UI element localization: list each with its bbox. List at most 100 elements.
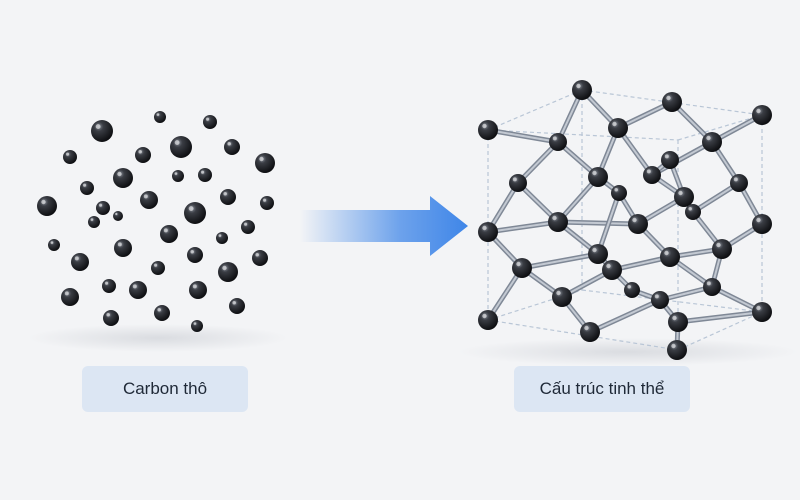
carbon-atom-icon [63,150,77,164]
carbon-atom-icon [628,214,648,234]
carbon-atom-icon [624,282,640,298]
crystal-bond-highlight [517,141,559,184]
cage-edge [487,89,583,131]
carbon-atom-icon [113,168,133,188]
carbon-atom-icon [102,279,116,293]
raw-carbon-atoms [37,111,275,332]
carbon-atom-icon [187,247,203,263]
carbon-atom-icon [96,201,110,215]
carbon-atom-icon [91,120,113,142]
carbon-atom-icon [730,174,748,192]
raw-carbon-label: Carbon thô [82,366,248,412]
carbon-atom-icon [103,310,119,326]
carbon-atom-icon [660,247,680,267]
cage-edge [581,289,763,313]
crystal-bond-highlight [487,129,559,143]
carbon-atom-icon [548,212,568,232]
carbon-atom-icon [685,204,701,220]
carbon-atom-icon [572,80,592,100]
carbon-atom-icon [129,281,147,299]
carbon-atom-icon [140,191,158,209]
carbon-atom-icon [80,181,94,195]
carbon-atom-icon [752,214,772,234]
cage-edge [487,289,583,321]
arrow-right-icon [300,196,468,256]
carbon-atom-icon [198,168,212,182]
carbon-atom-icon [241,220,255,234]
carbon-atom-icon [478,222,498,242]
carbon-atom-icon [702,132,722,152]
carbon-atom-icon [170,136,192,158]
carbon-atom-icon [172,170,184,182]
carbon-atom-icon [602,260,622,280]
carbon-atom-icon [674,187,694,207]
carbon-atom-icon [220,189,236,205]
carbon-atom-icon [218,262,238,282]
cage-edge [677,311,763,351]
ground-shadows [28,324,798,366]
carbon-atom-icon [608,118,628,138]
carbon-atom-icon [151,261,165,275]
carbon-atom-icon [252,250,268,266]
carbon-atom-icon [229,298,245,314]
carbon-atom-icon [478,120,498,140]
carbon-atom-icon [189,281,207,299]
crystal-bond-highlight [557,221,639,225]
carbon-atom-icon [580,322,600,342]
carbon-atom-icon [135,147,151,163]
crystal-bond-highlight [487,221,559,233]
carbon-atom-icon [552,287,572,307]
transformation-arrow [300,196,468,256]
crystal-bond-highlight [692,182,740,213]
carbon-atom-icon [667,340,687,360]
crystal-bond-highlight [557,176,599,223]
carbon-atom-icon [203,115,217,129]
crystal-bond-highlight [487,267,523,321]
cage-edge [677,114,763,141]
crystal-atoms [478,80,772,360]
crystal-shadow [458,338,798,366]
crystal-bond-highlight [677,311,763,323]
carbon-atom-icon [651,291,669,309]
carbon-atom-icon [512,258,532,278]
carbon-atom-icon [509,174,527,192]
carbon-atom-icon [752,302,772,322]
carbon-atom-icon [712,239,732,259]
carbon-atom-icon [113,211,123,221]
crystal-bond-highlight [589,299,661,333]
carbon-atom-icon [588,167,608,187]
carbon-atom-icon [71,253,89,271]
crystal-bond-highlight [521,253,599,269]
carbon-atom-icon [668,312,688,332]
cage-edge [581,89,763,116]
carbon-atom-icon [191,320,203,332]
carbon-atom-icon [216,232,228,244]
carbon-atom-icon [478,310,498,330]
carbon-atom-icon [224,139,240,155]
raw-shadow [28,324,288,352]
carbon-atom-icon [611,185,627,201]
crystal-bond-highlight [597,192,620,255]
carbon-atom-icon [643,166,661,184]
carbon-atom-icon [114,239,132,257]
carbon-atom-icon [48,239,60,251]
carbon-atom-icon [662,92,682,112]
carbon-atom-icon [260,196,274,210]
carbon-atom-icon [703,278,721,296]
carbon-atom-icon [549,133,567,151]
carbon-atom-icon [661,151,679,169]
carbon-atom-icon [255,153,275,173]
crystal-structure-label: Cấu trúc tinh thể [514,366,690,412]
cage-edge [487,129,679,141]
carbon-atom-icon [160,225,178,243]
carbon-atom-icon [588,244,608,264]
carbon-atom-icon [88,216,100,228]
carbon-atom-icon [61,288,79,306]
carbon-atom-icon [752,105,772,125]
carbon-atom-icon [154,305,170,321]
carbon-atom-icon [184,202,206,224]
carbon-atom-icon [37,196,57,216]
carbon-atom-icon [154,111,166,123]
